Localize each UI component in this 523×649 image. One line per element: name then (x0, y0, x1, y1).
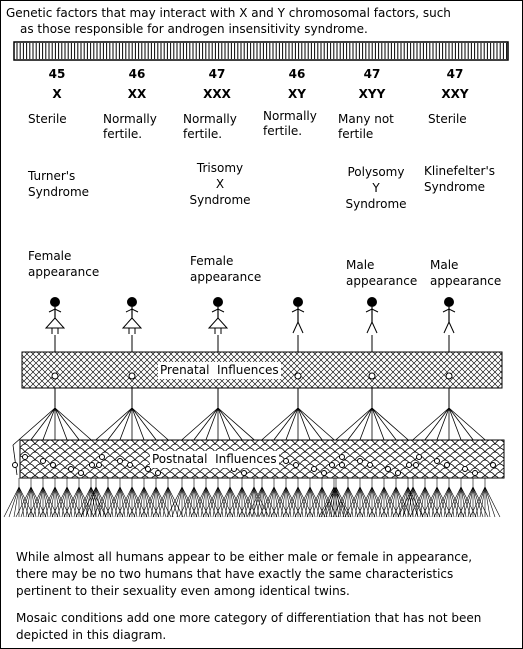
male-figure (442, 297, 456, 334)
syndrome-text: Syndrome (424, 180, 486, 194)
fertility-text: Normally (263, 109, 317, 123)
appearance-text: appearance (190, 270, 262, 284)
footer-p2-line2: depicted in this diagram. (16, 628, 167, 642)
footer-p1-line1: While almost all humans appear to be eit… (16, 550, 473, 564)
prenatal-label: Prenatal Influences (158, 362, 281, 379)
chromosome-count: 46 (128, 67, 146, 81)
karyotype: X (52, 87, 62, 101)
header-line-2: as those responsible for androgen insens… (20, 22, 368, 36)
karyotype: XX (127, 87, 147, 101)
appearance-text: Male (346, 258, 375, 272)
chromosome-count: 47 (208, 67, 226, 81)
syndrome-text: Syndrome (345, 197, 407, 211)
appearance-text: Male (430, 258, 459, 272)
syndrome-text: Turner's (28, 169, 76, 183)
fertility-text: fertile. (103, 127, 143, 141)
chromosome-count: 46 (288, 67, 306, 81)
appearance-text: appearance (430, 274, 502, 288)
fertility-text: fertile. (183, 127, 223, 141)
chromosome-count: 47 (363, 67, 381, 81)
fertility-text: Sterile (28, 112, 67, 126)
fertility-text: fertile (338, 127, 374, 141)
female-figure (121, 297, 143, 334)
header-line-1: Genetic factors that may interact with X… (6, 6, 451, 20)
fertility-text: Normally (103, 112, 157, 126)
footer-p1-line3: pertinent to their sexuality even among … (16, 584, 350, 598)
footer-p2-line1: Mosaic conditions add one more category … (16, 611, 482, 625)
syndrome-text: Y (372, 181, 380, 195)
appearance-text: appearance (346, 274, 418, 288)
fertility-text: Many not (338, 112, 394, 126)
appearance-text: Female (190, 254, 234, 268)
chromosome-count: 47 (446, 67, 464, 81)
karyotype: XXY (441, 87, 469, 101)
karyotype: XYY (358, 87, 386, 101)
syndrome-text: Syndrome (28, 185, 90, 199)
appearance-text: appearance (28, 265, 100, 279)
fertility-text: Sterile (428, 112, 467, 126)
postnatal-label: Postnatal Influences (150, 451, 279, 468)
male-figure (291, 297, 305, 334)
fertility-text: fertile. (263, 124, 303, 138)
syndrome-text: Trisomy (196, 161, 244, 175)
karyotype: XXX (203, 87, 231, 101)
chromosome-count: 45 (48, 67, 66, 81)
syndrome-text: Klinefelter's (424, 164, 496, 178)
syndrome-text: X (215, 177, 225, 191)
male-figure (365, 297, 379, 334)
syndrome-text: Polysomy (347, 165, 405, 179)
fertility-text: Normally (183, 112, 237, 126)
appearance-text: Female (28, 249, 72, 263)
karyotype: XY (288, 87, 306, 101)
footer-p1-line2: there may be no two humans that have exa… (16, 567, 454, 581)
female-figure (207, 297, 229, 334)
figures (44, 297, 456, 334)
chromosome-bar (13, 41, 509, 61)
syndrome-text: Syndrome (189, 193, 251, 207)
female-figure (44, 297, 66, 334)
